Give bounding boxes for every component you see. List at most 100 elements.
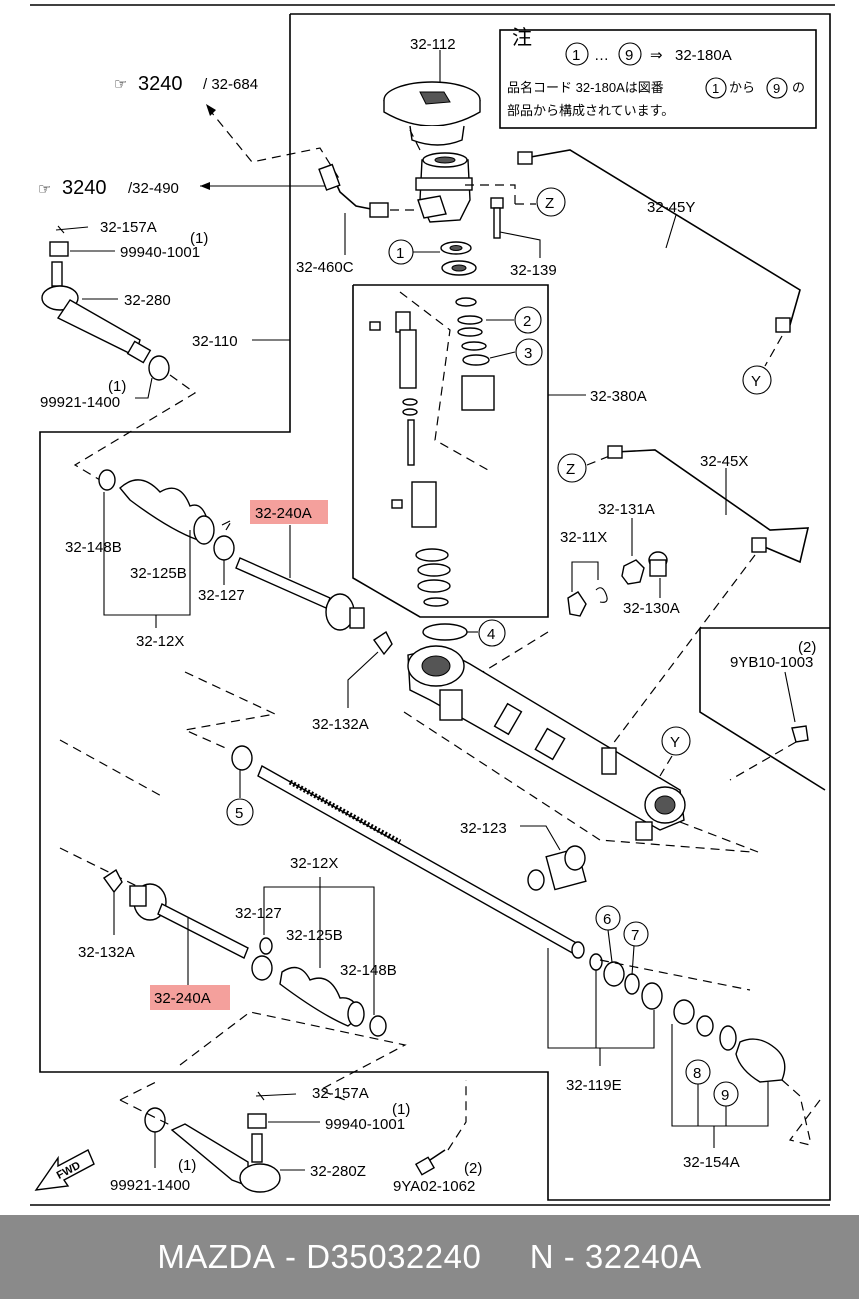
svg-text:32-110: 32-110 bbox=[192, 333, 238, 350]
svg-text:(1): (1) bbox=[178, 1157, 196, 1174]
svg-text:の: の bbox=[792, 80, 805, 95]
svg-text:Z: Z bbox=[545, 195, 554, 212]
svg-text:32-123: 32-123 bbox=[460, 820, 507, 837]
svg-text:32-180A: 32-180A bbox=[675, 47, 732, 64]
svg-text:(1): (1) bbox=[108, 378, 126, 395]
nut-32-131A bbox=[621, 559, 645, 585]
svg-text:32-127: 32-127 bbox=[235, 905, 282, 922]
svg-text:99940-1001: 99940-1001 bbox=[120, 244, 200, 261]
svg-text:32-280: 32-280 bbox=[124, 292, 171, 309]
svg-text:(1): (1) bbox=[190, 230, 208, 247]
svg-text:1: 1 bbox=[396, 245, 404, 262]
bolt-32-139 bbox=[490, 197, 504, 239]
svg-text:32-125B: 32-125B bbox=[130, 565, 187, 582]
cotter-pin-32-157A-bottom bbox=[255, 1091, 297, 1101]
note-box: 注 1 … 9 ⇒ 32-180A 品名コード 32-180Aは図番 1 から … bbox=[499, 26, 817, 129]
fwd-arrow-icon: FWD bbox=[34, 1149, 95, 1191]
pinion-cap-32-112 bbox=[383, 81, 481, 146]
nut-99921-top bbox=[148, 355, 170, 381]
valve-housing bbox=[415, 152, 473, 223]
svg-text:32-154A: 32-154A bbox=[683, 1154, 740, 1171]
pointing-hand-icon: ☞ bbox=[38, 181, 51, 198]
svg-text:7: 7 bbox=[631, 927, 639, 944]
part-number: D35032240 bbox=[306, 1238, 482, 1275]
svg-text:32-112: 32-112 bbox=[410, 36, 456, 53]
svg-text:32-132A: 32-132A bbox=[312, 716, 369, 733]
seal-stack-2-3 bbox=[455, 297, 495, 411]
svg-text:32-240A: 32-240A bbox=[255, 505, 312, 522]
nut-99921-bottom bbox=[144, 1107, 166, 1133]
svg-text:32-139: 32-139 bbox=[510, 262, 557, 279]
svg-text:32-11X: 32-11X bbox=[560, 529, 607, 546]
svg-text:/ 32-684: / 32-684 bbox=[203, 76, 258, 93]
pointing-hand-icon: ☞ bbox=[114, 76, 127, 93]
bush-32-123 bbox=[527, 845, 587, 891]
svg-text:32-157A: 32-157A bbox=[100, 219, 157, 236]
svg-text:部品から構成されています。: 部品から構成されています。 bbox=[507, 103, 674, 118]
svg-text:…: … bbox=[594, 47, 609, 64]
valve-spool bbox=[369, 311, 451, 607]
pipe-32-45Y bbox=[517, 149, 801, 333]
tie-rod-end-32-280Z bbox=[170, 1123, 281, 1193]
svg-text:(1): (1) bbox=[392, 1101, 410, 1118]
highlight-32-240A-top bbox=[250, 500, 328, 524]
svg-text:32-130A: 32-130A bbox=[623, 600, 680, 617]
svg-text:4: 4 bbox=[487, 626, 495, 643]
svg-text:99940-1001: 99940-1001 bbox=[325, 1116, 405, 1133]
svg-text:/32-490: /32-490 bbox=[128, 180, 179, 197]
n-label: N bbox=[529, 1238, 555, 1275]
lock-washer-32-132A-bottom bbox=[103, 868, 123, 894]
svg-text:32-12X: 32-12X bbox=[136, 633, 184, 650]
svg-text:6: 6 bbox=[603, 911, 611, 928]
svg-text:99921-1400: 99921-1400 bbox=[40, 394, 120, 411]
brand: MAZDA bbox=[157, 1238, 276, 1275]
svg-text:Z: Z bbox=[566, 461, 575, 478]
svg-text:32-148B: 32-148B bbox=[340, 962, 397, 979]
rack-bar bbox=[257, 764, 585, 959]
assembly-frame bbox=[39, 13, 831, 1201]
svg-text:Y: Y bbox=[751, 373, 761, 390]
svg-text:32-12X: 32-12X bbox=[290, 855, 338, 872]
bolt-9YA02 bbox=[414, 1149, 446, 1176]
svg-text:32-45X: 32-45X bbox=[700, 453, 748, 470]
seal-parts-6-7 bbox=[589, 953, 786, 1083]
svg-text:32-157A: 32-157A bbox=[312, 1085, 369, 1102]
lock-washer-32-132A-top bbox=[373, 630, 393, 656]
rack-housing bbox=[407, 645, 686, 841]
svg-text:8: 8 bbox=[693, 1065, 701, 1082]
bushing-32-130A bbox=[648, 551, 668, 577]
svg-text:32-45Y: 32-45Y bbox=[647, 199, 695, 216]
svg-text:3: 3 bbox=[524, 345, 532, 362]
part-number-footer: MAZDA - D35032240 N - 32240A bbox=[0, 1215, 859, 1299]
svg-text:32-240A: 32-240A bbox=[154, 990, 211, 1007]
svg-text:32-131A: 32-131A bbox=[598, 501, 655, 518]
svg-text:99921-1400: 99921-1400 bbox=[110, 1177, 190, 1194]
svg-text:32-125B: 32-125B bbox=[286, 927, 343, 944]
castle-nut-99940-bottom bbox=[247, 1113, 267, 1129]
svg-text:から: から bbox=[729, 80, 755, 95]
yoke-32-11X bbox=[567, 587, 608, 617]
svg-text:32-127: 32-127 bbox=[198, 587, 245, 604]
cotter-pin-32-157A-top bbox=[55, 225, 89, 234]
svg-text:9: 9 bbox=[625, 47, 633, 64]
svg-text:32-380A: 32-380A bbox=[590, 388, 647, 405]
svg-text:3240: 3240 bbox=[138, 73, 183, 95]
svg-text:注: 注 bbox=[512, 26, 532, 49]
svg-text:Y: Y bbox=[670, 734, 680, 751]
inner-tie-rod-32-240A-bottom bbox=[129, 883, 249, 959]
svg-text:32-132A: 32-132A bbox=[78, 944, 135, 961]
svg-text:3240: 3240 bbox=[62, 177, 107, 199]
boot-32-125B-top bbox=[98, 469, 235, 561]
svg-text:32-119E: 32-119E bbox=[566, 1077, 622, 1094]
highlight-32-240A-bottom bbox=[150, 985, 230, 1010]
svg-text:(2): (2) bbox=[464, 1160, 482, 1177]
boot-32-125B-bottom bbox=[251, 937, 387, 1037]
reference-3240-684: ☞ 3240 / 32-684 bbox=[114, 73, 341, 181]
svg-text:⇒: ⇒ bbox=[650, 47, 663, 64]
svg-text:9: 9 bbox=[721, 1087, 729, 1104]
svg-text:9YA02-1062: 9YA02-1062 bbox=[393, 1178, 475, 1195]
svg-text:9YB10-1003: 9YB10-1003 bbox=[730, 654, 813, 671]
svg-text:32-460C: 32-460C bbox=[296, 259, 354, 276]
inner-tie-rod-32-240A-top bbox=[235, 557, 365, 631]
svg-text:品名コード 32-180Aは図番: 品名コード 32-180Aは図番 bbox=[507, 80, 664, 95]
